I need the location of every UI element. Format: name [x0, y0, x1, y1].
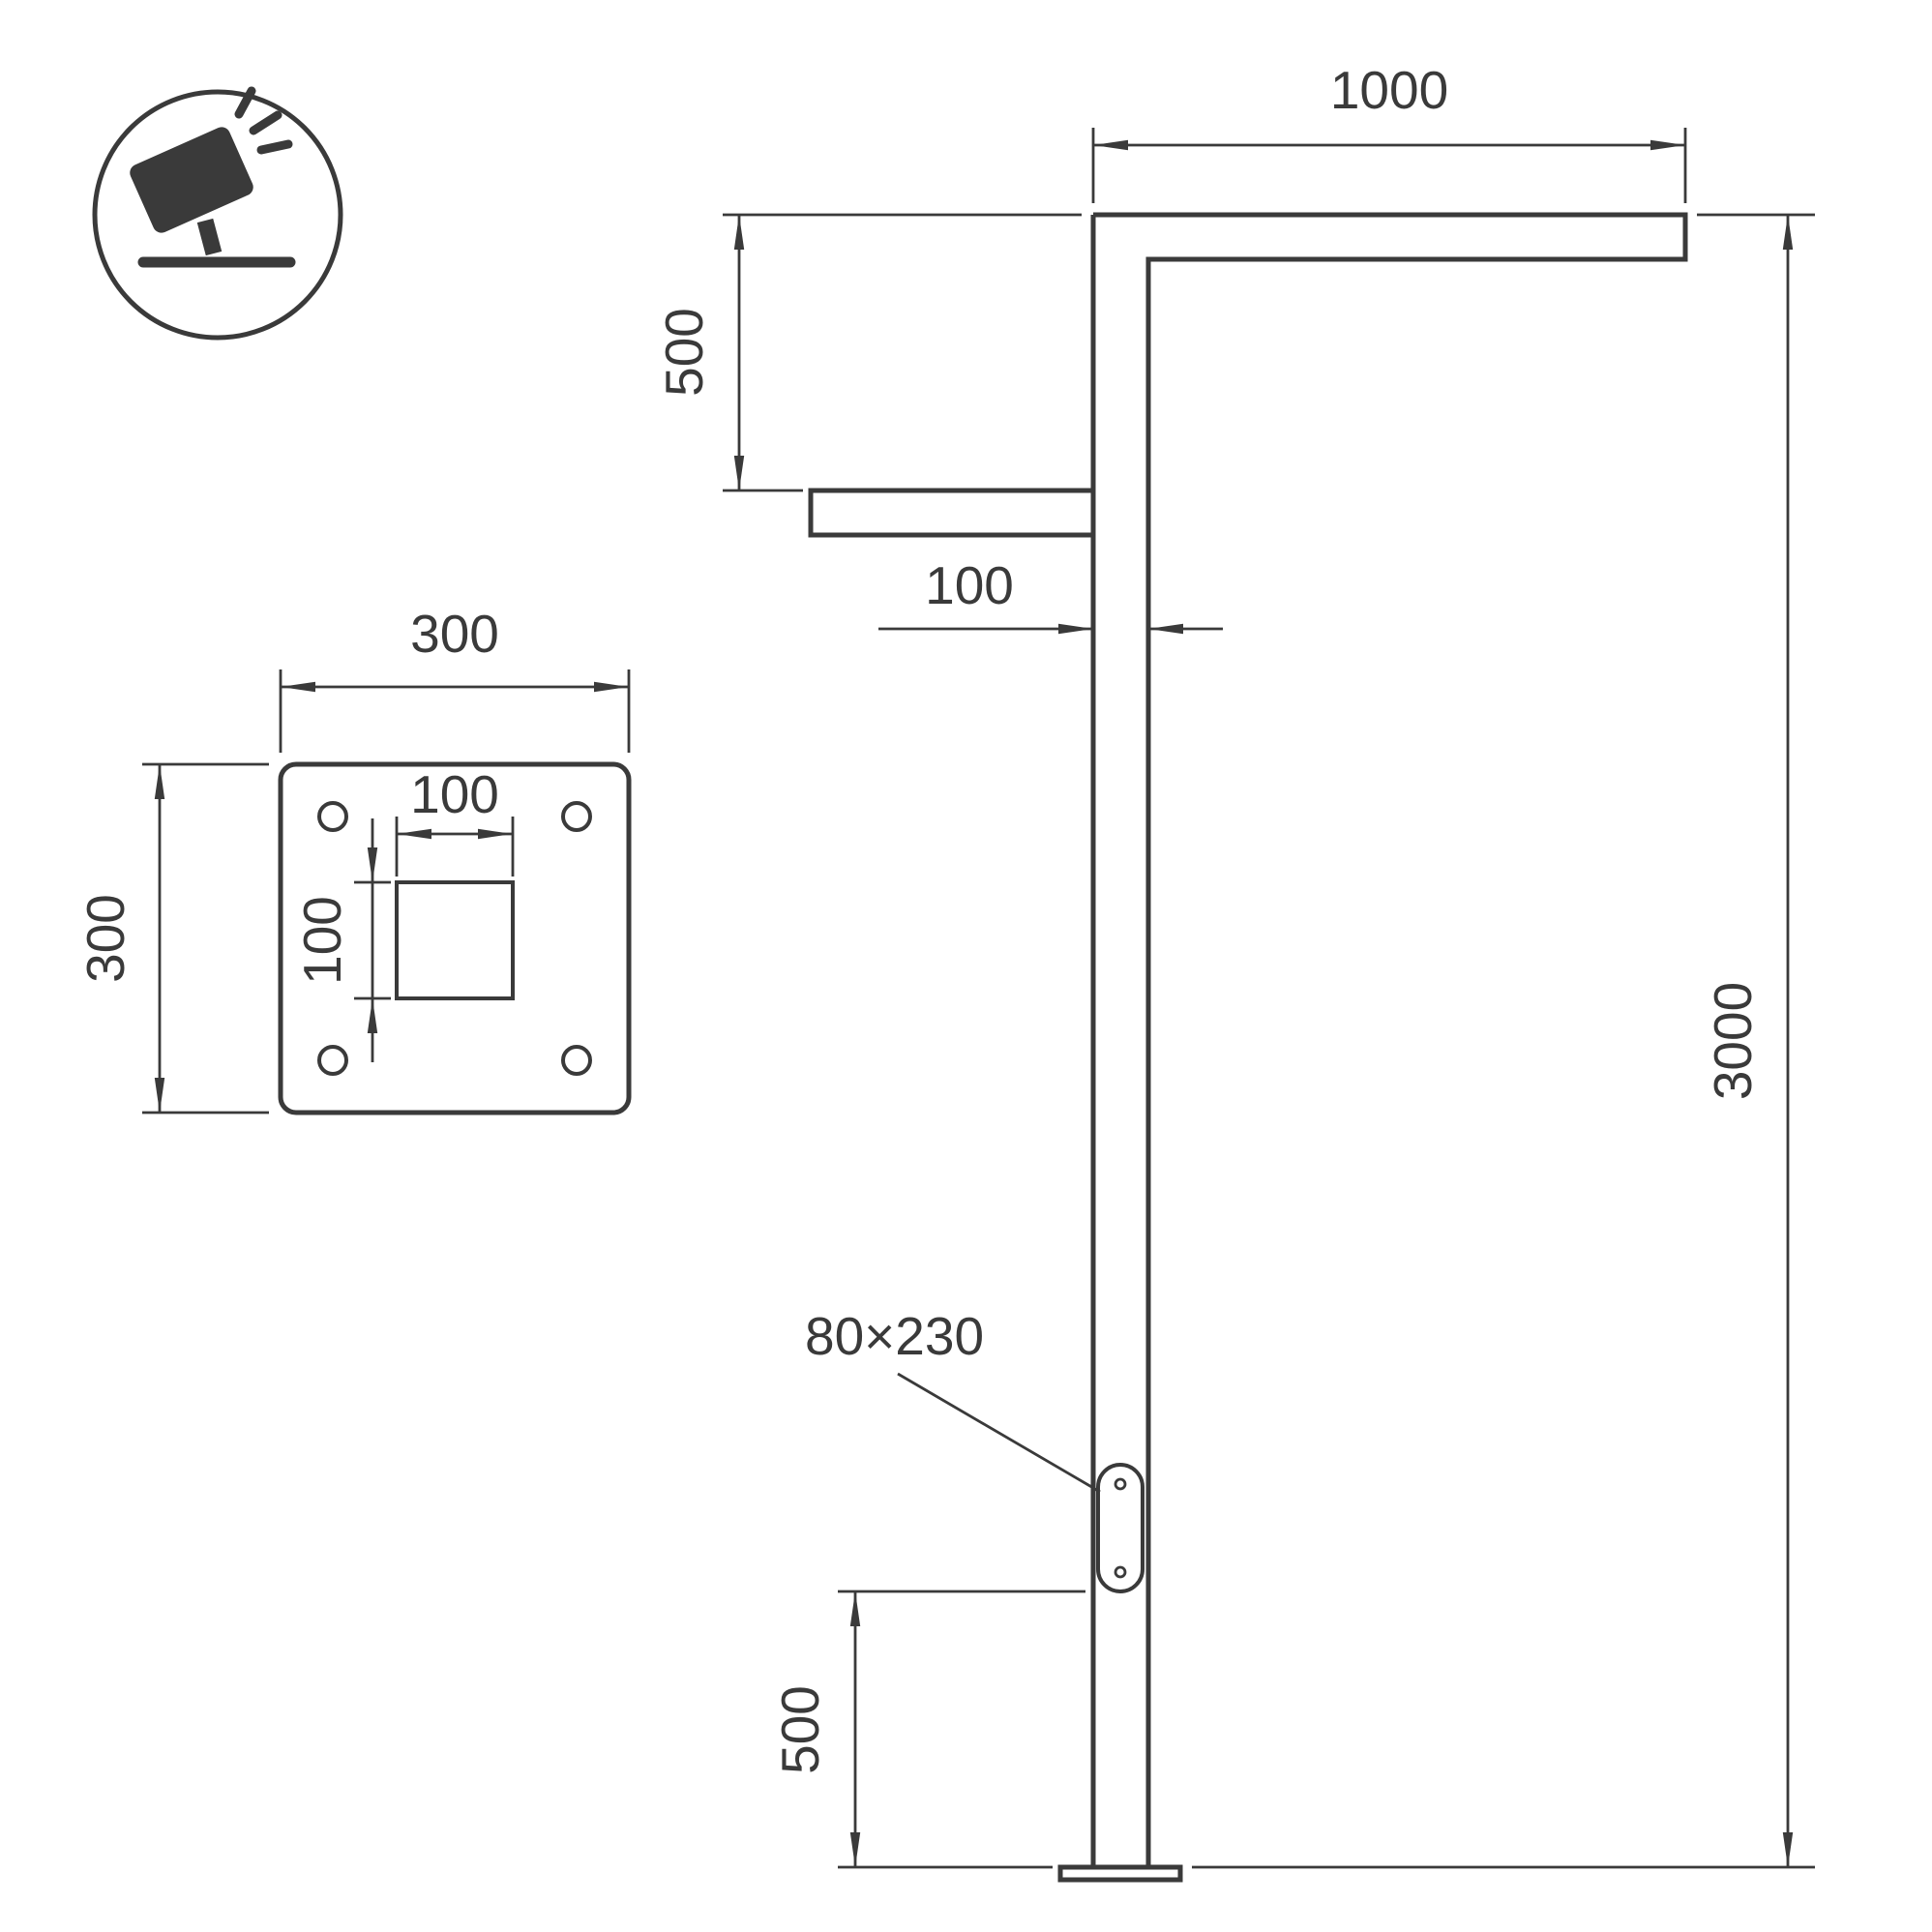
base-flange — [1057, 1864, 1183, 1883]
dim-label-hole-width: 100 — [410, 764, 499, 824]
floodlight-body — [130, 127, 253, 233]
light-ray-icon — [234, 86, 256, 119]
dimension-hole-width: 100 — [395, 764, 515, 877]
bolt-hole — [561, 801, 592, 832]
pole-elevation-view: 1000 500 100 3000 80×230 — [654, 60, 1815, 1883]
bolt-hole — [317, 801, 348, 832]
bolt-hole — [561, 1045, 592, 1076]
dim-label-hole-height: 100 — [292, 896, 352, 985]
dimension-hand-hole-height: 500 — [770, 1590, 1085, 1869]
floodlight-stand — [196, 218, 223, 256]
screw-icon — [1114, 1477, 1127, 1491]
screw-icon — [1114, 1565, 1127, 1579]
base-plate — [278, 761, 632, 1115]
dim-label-hand-hole-height: 500 — [770, 1685, 830, 1774]
lower-arm — [808, 488, 1093, 538]
light-ray-icon — [249, 110, 282, 135]
base-plate-view: 300 300 100 100 — [75, 604, 632, 1115]
dimension-pole-height: 3000 — [1192, 213, 1815, 1869]
dimension-plate-width: 300 — [279, 604, 631, 753]
top-arm-and-pole-right-edge — [1093, 212, 1688, 1867]
leader-line — [897, 1372, 1101, 1494]
hand-hole-cover — [1096, 1463, 1144, 1593]
dimension-arm-length: 1000 — [1091, 60, 1687, 203]
dimension-hole-height: 100 — [292, 818, 391, 1062]
pole-socket-square — [395, 880, 515, 1000]
floodlight-icon — [130, 86, 296, 268]
dimension-arm-offset: 500 — [654, 213, 1082, 492]
dim-label-arm-length: 1000 — [1330, 60, 1448, 120]
dim-label-plate-height: 300 — [75, 894, 135, 983]
hand-hole-door — [1096, 1463, 1144, 1593]
dim-label-pole-width: 100 — [925, 555, 1014, 615]
dimension-plate-height: 300 — [75, 762, 269, 1115]
bolt-hole — [317, 1045, 348, 1076]
logo-circle — [92, 89, 343, 341]
dim-label-arm-offset: 500 — [654, 308, 714, 397]
brand-logo — [92, 86, 343, 341]
light-ray-icon — [256, 139, 293, 155]
dim-label-pole-height: 3000 — [1703, 982, 1763, 1100]
dimension-pole-width: 100 — [878, 555, 1223, 635]
dim-label-plate-width: 300 — [410, 604, 499, 664]
callout-hand-hole-size: 80×230 — [805, 1306, 1101, 1494]
dim-label-hand-hole-size: 80×230 — [805, 1306, 984, 1366]
